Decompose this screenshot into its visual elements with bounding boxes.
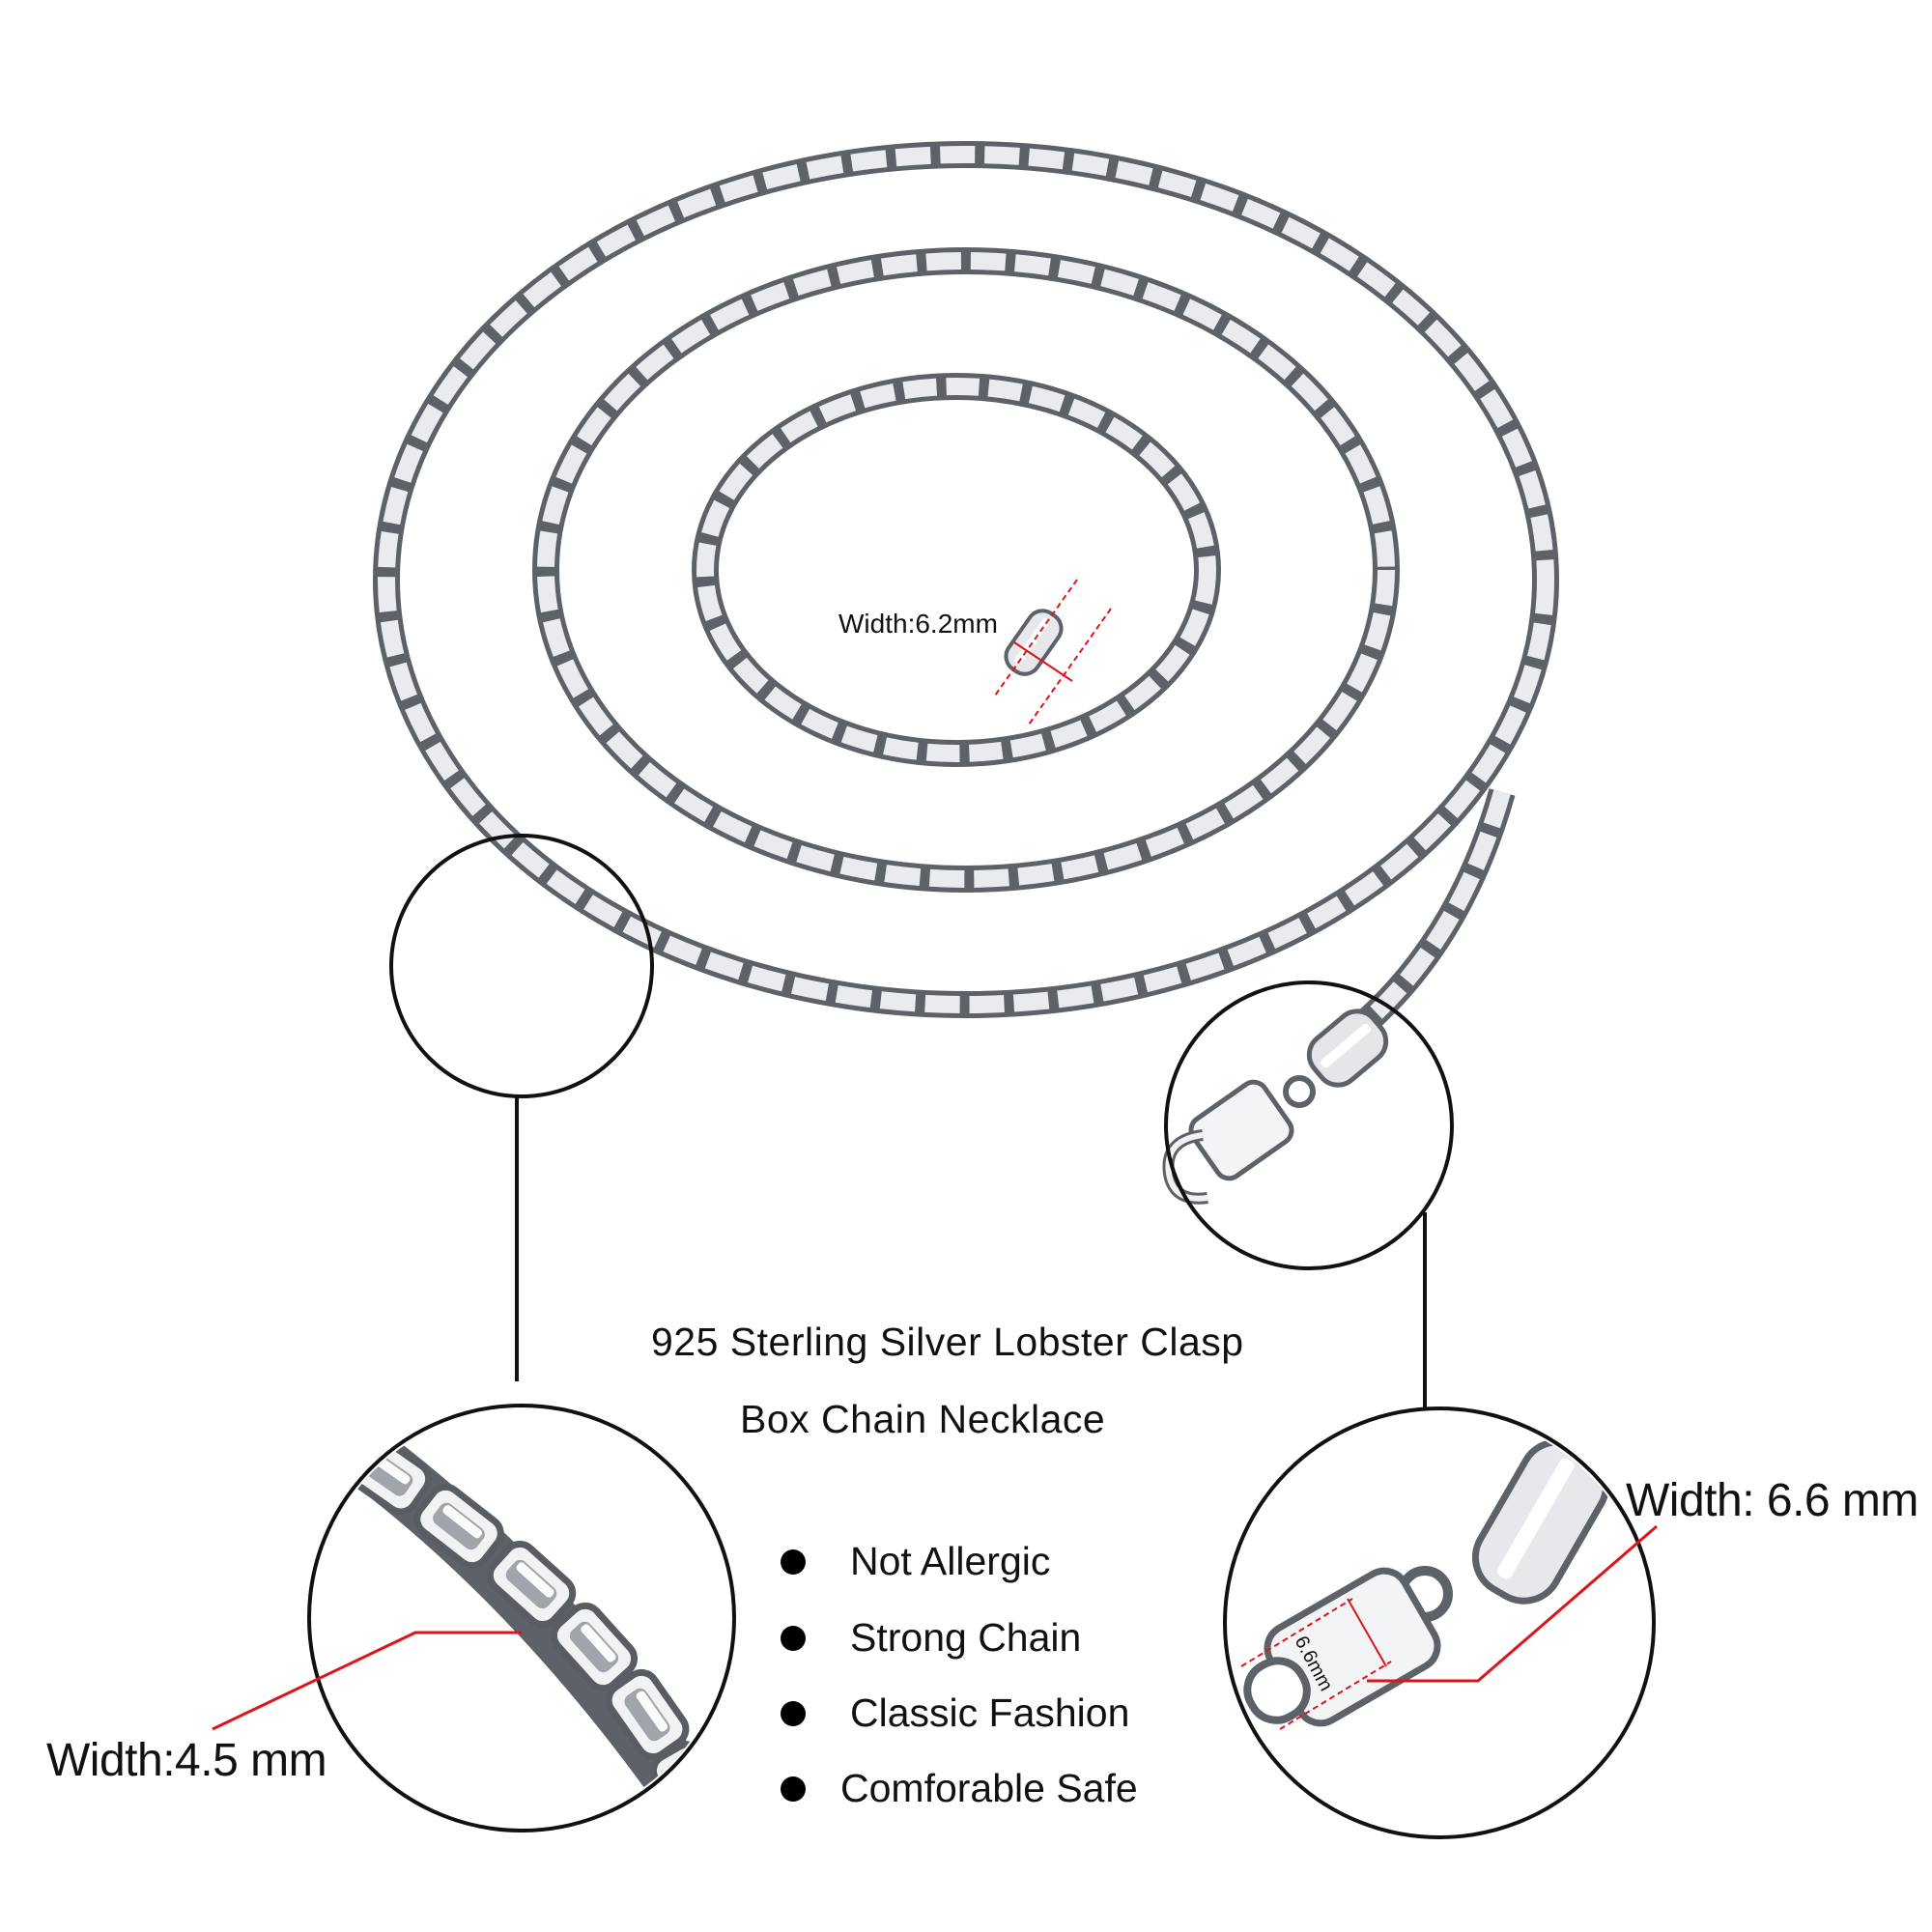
feature-item: Classic Fashion	[781, 1690, 1129, 1736]
bullet-icon	[781, 1700, 806, 1726]
product-title-line1: 925 Sterling Silver Lobster Clasp	[651, 1320, 1244, 1364]
feature-label: Comforable Safe	[840, 1766, 1138, 1810]
callout-line-chain	[212, 1631, 522, 1731]
feature-label: Strong Chain	[850, 1615, 1082, 1660]
bullet-icon	[781, 1625, 806, 1651]
detail-ring-chain	[389, 834, 654, 1098]
zoom-clasp-detail	[1223, 1406, 1656, 1839]
clasp-width-small-label: Width:6.2mm	[838, 609, 998, 639]
clasp-width-large-label: Width: 6.6 mm	[1626, 1475, 1918, 1526]
clasp-small	[1004, 609, 1064, 676]
necklace-chain	[373, 141, 1559, 1044]
detail-ring-clasp	[1164, 980, 1454, 1270]
zoom-chain-detail	[307, 1404, 736, 1833]
bullet-icon	[781, 1776, 806, 1802]
feature-label: Not Allergic	[850, 1539, 1051, 1583]
feature-item: Comforable Safe	[781, 1766, 1138, 1811]
feature-label: Classic Fashion	[850, 1690, 1130, 1735]
chain-width-label: Width:4.5 mm	[46, 1735, 327, 1786]
product-title-line2: Box Chain Necklace	[740, 1397, 1106, 1441]
bullet-icon	[781, 1548, 806, 1575]
clasp-lobster	[1162, 1009, 1389, 1205]
feature-item: Not Allergic	[781, 1539, 1050, 1584]
callout-line-clasp	[1367, 1524, 1658, 1683]
feature-item: Strong Chain	[781, 1615, 1081, 1661]
